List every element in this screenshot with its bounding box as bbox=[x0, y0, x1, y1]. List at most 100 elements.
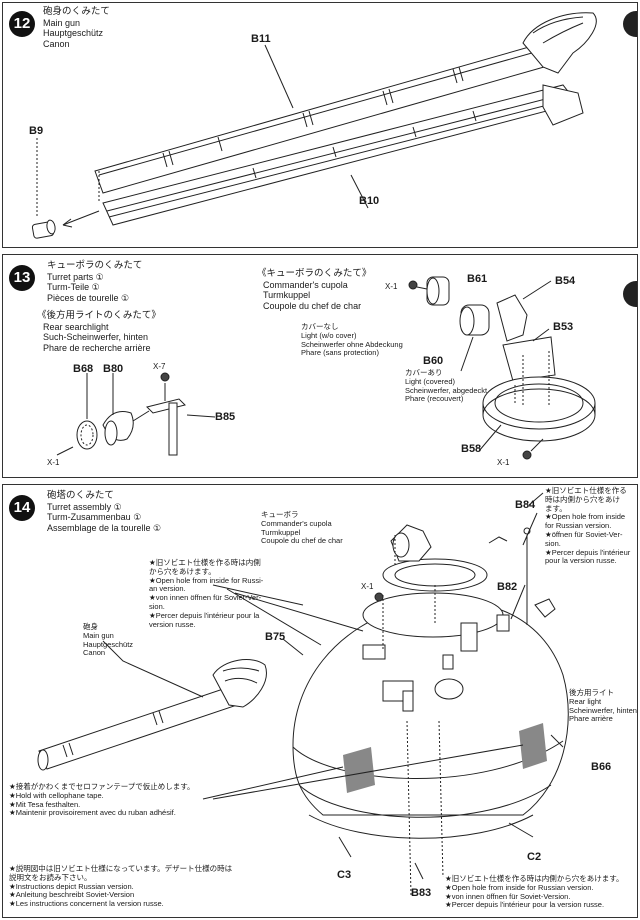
searchlight-caption: 《後方用ライトのくみたて》 Rear searchlight Such-Sche… bbox=[37, 310, 161, 353]
note-right-fr2: pour la version russe. bbox=[545, 556, 617, 566]
note-right-en1: ★Open hole from inside bbox=[545, 512, 626, 522]
cupola-fr: Coupole du chef de char bbox=[261, 536, 343, 546]
with-cover-de: Scheinwerfer, abgedeckt bbox=[405, 385, 488, 395]
instr-fr: ★Les instructions concernent la version … bbox=[9, 899, 164, 909]
with-cover-fr: Phare (recouvert) bbox=[405, 394, 464, 404]
russian-note-left: ★旧ソビエト仕様を作る時は内側 から穴をあけます。 ★Open hole fro… bbox=[149, 558, 264, 629]
cupola-caption: 《キューボラのくみたて》 Commander's cupola Turmkupp… bbox=[257, 268, 371, 311]
step-13-panel: 13 キューポラのくみたて Turret parts ① Turm-Teile … bbox=[2, 254, 638, 478]
part-label-b10: B10 bbox=[359, 195, 380, 207]
part-label-b85: B85 bbox=[215, 411, 236, 423]
note-left-en2: an version. bbox=[149, 584, 186, 594]
turret-diagram bbox=[37, 492, 569, 896]
title-de: Hauptgeschütz bbox=[43, 28, 104, 38]
part-label-b11: B11 bbox=[251, 33, 271, 45]
page-edge-tab bbox=[623, 11, 637, 37]
note-left-fr1: ★Percer depuis l'intérieur pour la bbox=[149, 610, 260, 620]
cupola-en: Commander's cupola bbox=[263, 279, 348, 290]
gun-fr: Canon bbox=[83, 648, 106, 658]
note-left-jp2: から穴をあけます。 bbox=[149, 566, 216, 576]
bottom-fr: ★Percer depuis l'intérieur pour la versi… bbox=[445, 900, 605, 910]
note-left-fr2: version russe. bbox=[149, 619, 196, 629]
title-fr: Assemblage de la tourelle ① bbox=[47, 522, 162, 533]
note-right-en2: for Russian version. bbox=[545, 521, 612, 531]
tape-note: ★接着がかわくまでセロファンテープで仮止めします。 ★Hold with cel… bbox=[9, 782, 195, 818]
part-label-b53: B53 bbox=[553, 321, 574, 333]
rear-light-caption: 後方用ライト Rear light Scheinwerfer, hinten P… bbox=[569, 688, 637, 724]
part-label-x7: X-7 bbox=[153, 362, 166, 371]
tape-en: ★Hold with cellophane tape. bbox=[9, 790, 104, 800]
rear-light-fr: Phare arrière bbox=[569, 714, 613, 724]
part-label-b68: B68 bbox=[73, 363, 94, 375]
bottom-jp: ★旧ソビエト仕様を作る時は内側から穴をあけます。 bbox=[445, 874, 624, 883]
rear-light-en: Rear light bbox=[569, 696, 602, 706]
part-label-b83: B83 bbox=[411, 887, 432, 899]
title-en: Main gun bbox=[43, 17, 81, 28]
step-title: キューポラのくみたて Turret parts ① Turm-Teile ① P… bbox=[47, 260, 142, 303]
note-right-de2: sion. bbox=[545, 538, 561, 548]
searchlight-jp: 《後方用ライトのくみたて》 bbox=[37, 310, 161, 321]
russian-note-right: ★旧ソビエト仕様を作る 時は内側から穴をあけ ます。 ★Open hole fr… bbox=[545, 486, 631, 566]
note-right-jp2: 時は内側から穴をあけ bbox=[545, 494, 620, 504]
tape-fr: ★Maintenir provisoirement avec du ruban … bbox=[9, 808, 176, 818]
part-label-b9: B9 bbox=[29, 125, 44, 137]
title-en: Turret parts ① bbox=[47, 271, 104, 282]
title-jp: 砲塔のくみたて bbox=[47, 490, 114, 501]
with-cover-en: Light (covered) bbox=[405, 376, 456, 386]
part-label-b84: B84 bbox=[515, 499, 536, 511]
cupola-jp: キューボラ bbox=[261, 510, 299, 519]
part-label-x1-light: X-1 bbox=[47, 458, 60, 467]
part-label-b75: B75 bbox=[265, 631, 286, 643]
note-right-jp3: ます。 bbox=[545, 503, 567, 513]
step-12-panel: 12 砲身のくみたて Main gun Hauptgeschütz Canon … bbox=[2, 2, 638, 248]
searchlight-en: Rear searchlight bbox=[43, 321, 109, 332]
part-label-b80: B80 bbox=[103, 363, 124, 375]
with-cover-caption: カバーあり Light (covered) Scheinwerfer, abge… bbox=[405, 368, 488, 404]
instructions-note: ★説明図中は旧ソビエト仕様になっています。デザート仕様の時は 説明文をお読み下さ… bbox=[9, 864, 233, 909]
no-cover-jp: カバーなし bbox=[301, 322, 339, 331]
note-right-fr1: ★Percer depuis l'intérieur bbox=[545, 547, 631, 557]
part-label-b60: B60 bbox=[423, 355, 444, 367]
gun-en: Main gun bbox=[83, 630, 114, 640]
cupola-caption: キューボラ Commander's cupola Turmkuppel Coup… bbox=[261, 510, 343, 546]
bottom-russian-note: ★旧ソビエト仕様を作る時は内側から穴をあけます。 ★Open hole from… bbox=[445, 874, 624, 910]
step-number: 13 bbox=[9, 265, 35, 291]
step-number: 14 bbox=[9, 495, 35, 521]
gun-jp: 砲身 bbox=[83, 622, 98, 631]
cupola-en: Commander's cupola bbox=[261, 518, 332, 528]
cupola-diagram bbox=[56, 276, 596, 460]
cupola-fr: Coupole du chef de char bbox=[263, 300, 362, 311]
instr-jp1: ★説明図中は旧ソビエト仕様になっています。デザート仕様の時は bbox=[9, 864, 233, 873]
note-right-jp1: ★旧ソビエト仕様を作る bbox=[545, 486, 627, 495]
step-14-panel: 14 砲塔のくみたて Turret assembly ① Turm-Zusamm… bbox=[2, 484, 638, 918]
tape-de: ★Mit Tesa festhalten. bbox=[9, 799, 81, 809]
with-cover-jp: カバーあり bbox=[405, 368, 443, 377]
part-label-x1: X-1 bbox=[361, 582, 374, 591]
title-de: Turm-Zusammenbau ① bbox=[47, 512, 142, 522]
step-number: 12 bbox=[9, 11, 35, 37]
main-gun-caption: 砲身 Main gun Hauptgeschütz Canon bbox=[83, 622, 134, 658]
rear-light-de: Scheinwerfer, hinten bbox=[569, 705, 637, 715]
searchlight-de: Such-Scheinwerfer, hinten bbox=[43, 332, 149, 342]
no-cover-de: Scheinwerfer ohne Abdeckung bbox=[301, 339, 403, 349]
rear-light-jp: 後方用ライト bbox=[569, 688, 614, 697]
part-label-x1-cupola: X-1 bbox=[385, 282, 398, 291]
instr-en: ★Instructions depict Russian version. bbox=[9, 881, 134, 891]
tape-jp: ★接着がかわくまでセロファンテープで仮止めします。 bbox=[9, 782, 195, 791]
part-label-b82: B82 bbox=[497, 581, 518, 593]
part-label-c2: C2 bbox=[527, 851, 542, 863]
cupola-de: Turmkuppel bbox=[261, 527, 301, 537]
note-left-de2: sion. bbox=[149, 601, 165, 611]
bottom-en: ★Open hole from inside for Russian versi… bbox=[445, 882, 594, 892]
note-left-en1: ★Open hole from inside for Russi- bbox=[149, 575, 264, 585]
step-title: 砲塔のくみたて Turret assembly ① Turm-Zusammenb… bbox=[47, 490, 162, 533]
gun-de: Hauptgeschütz bbox=[83, 639, 134, 649]
part-label-c3: C3 bbox=[337, 869, 352, 881]
no-cover-caption: カバーなし Light (w/o cover) Scheinwerfer ohn… bbox=[301, 322, 403, 358]
instr-de: ★Anleitung beschreibt Soviet-Version bbox=[9, 890, 135, 900]
no-cover-fr: Phare (sans protection) bbox=[301, 348, 379, 358]
title-en: Turret assembly ① bbox=[47, 501, 122, 512]
title-jp: 砲身のくみたて bbox=[43, 6, 110, 17]
main-gun-diagram bbox=[31, 12, 597, 239]
part-label-x1-base: X-1 bbox=[497, 458, 510, 467]
